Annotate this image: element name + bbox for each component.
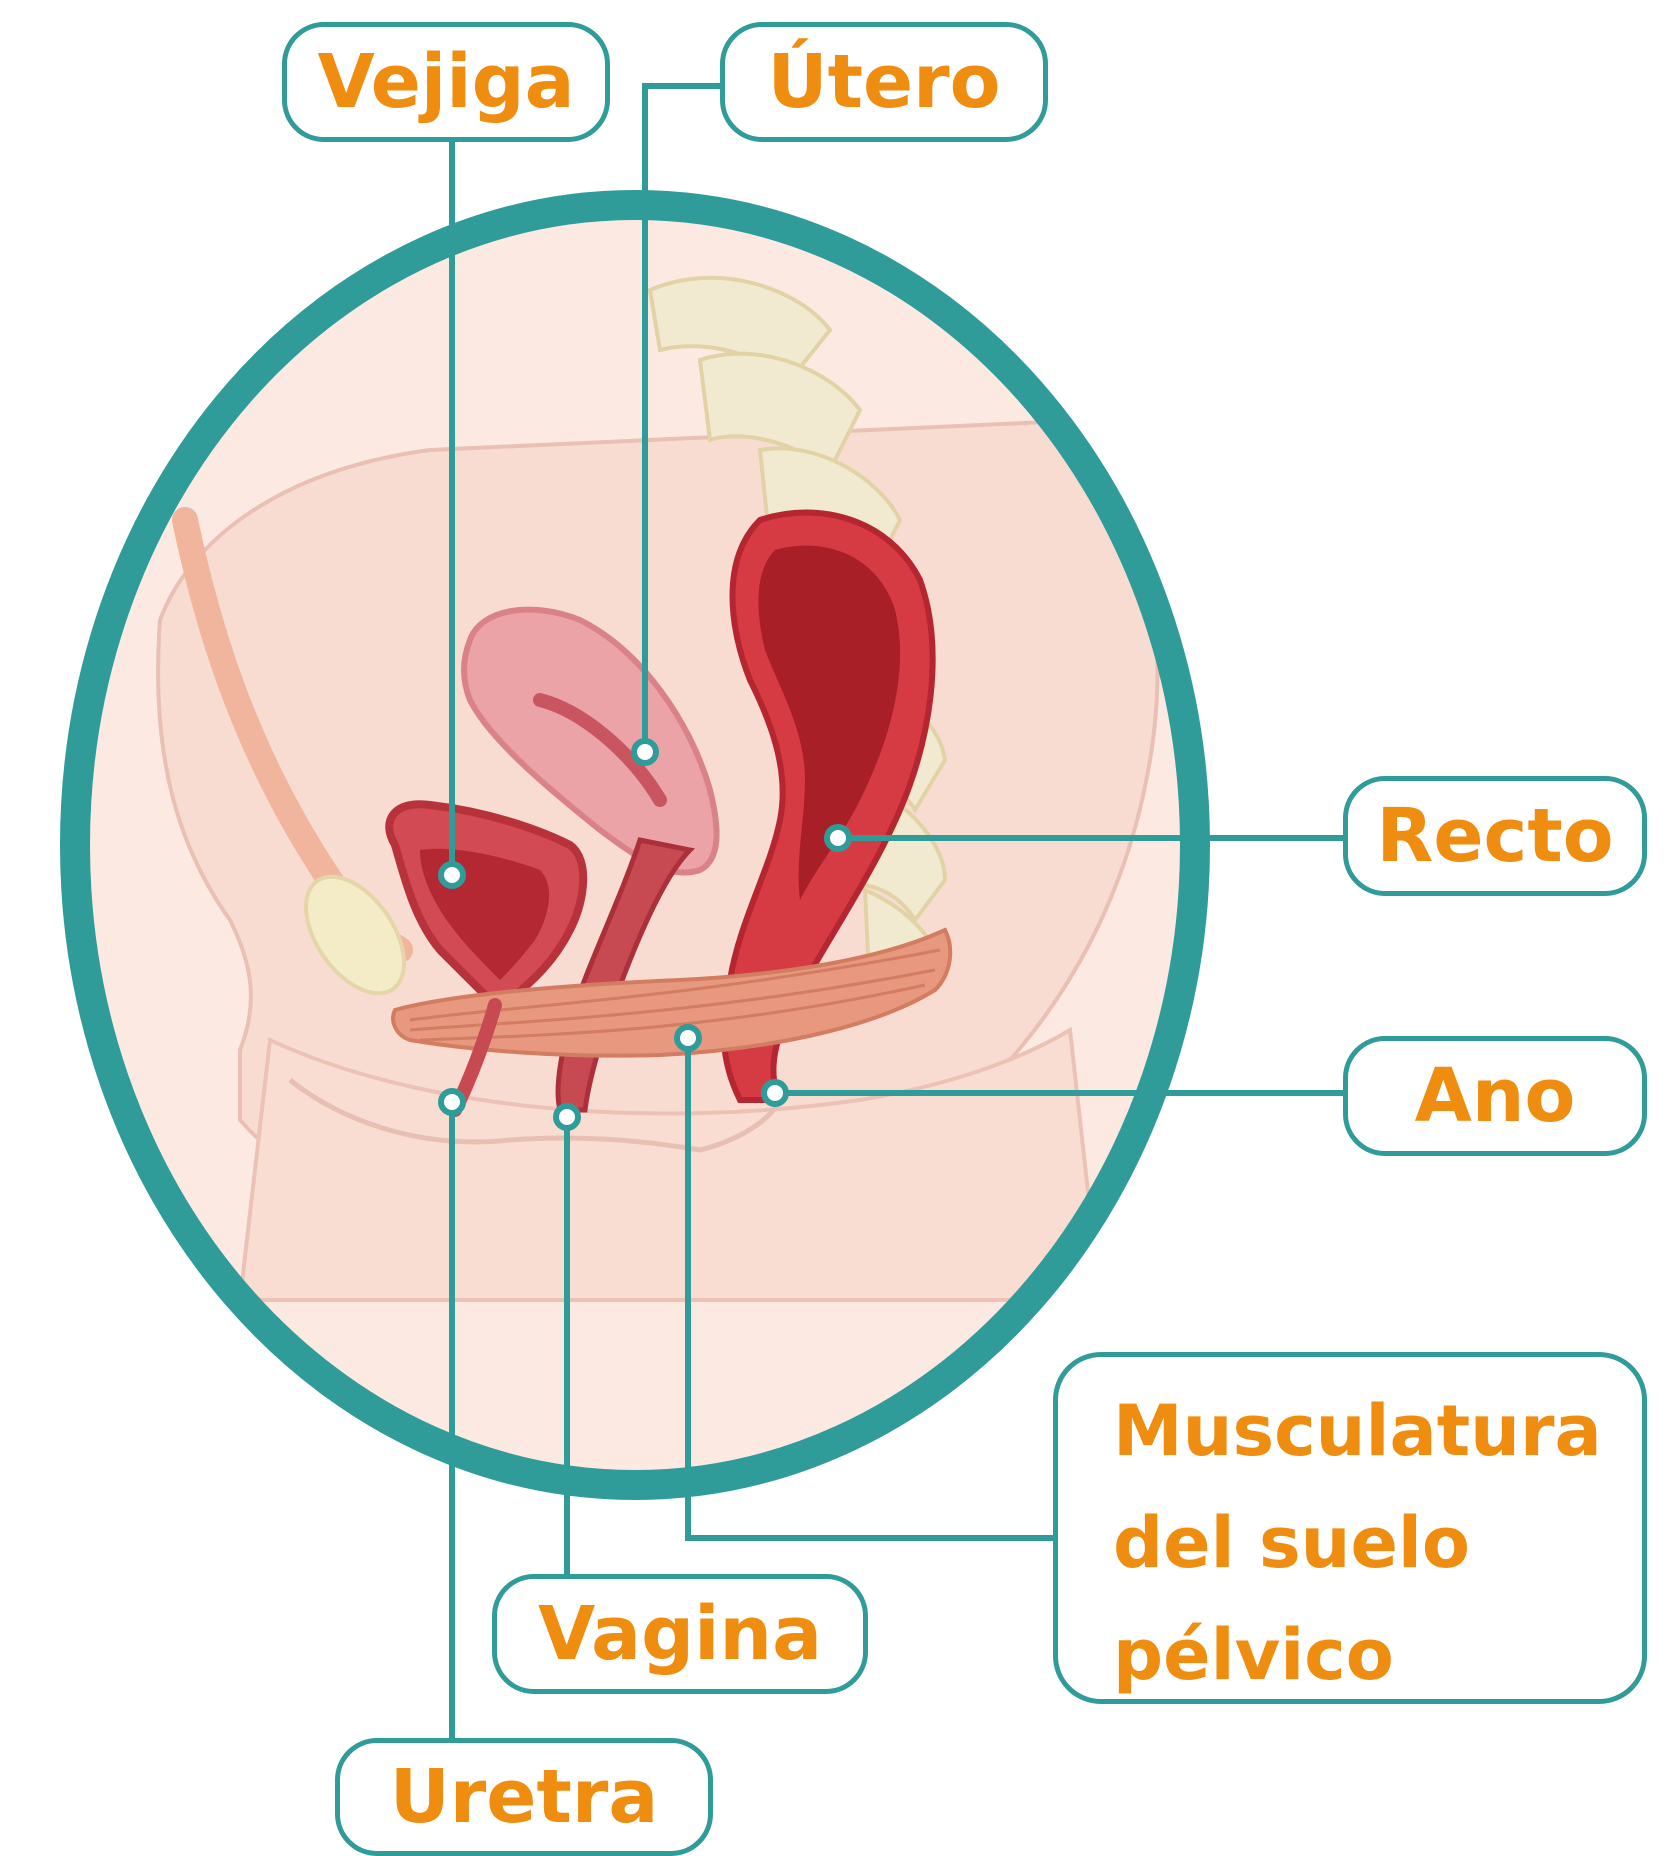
pointer-dot-musculatura — [677, 1027, 699, 1049]
label-recto-text: Recto — [1376, 793, 1613, 879]
pointer-dot-utero — [634, 741, 656, 763]
label-recto: Recto — [1343, 776, 1647, 896]
label-ano: Ano — [1343, 1036, 1647, 1156]
label-ano-text: Ano — [1415, 1053, 1576, 1139]
pointer-dot-ano — [764, 1082, 786, 1104]
label-musculatura: Musculatura del suelo pélvico — [1053, 1352, 1647, 1704]
label-utero-text: Útero — [768, 39, 1001, 125]
label-vagina: Vagina — [492, 1574, 868, 1694]
label-uretra-text: Uretra — [390, 1754, 659, 1840]
label-uretra: Uretra — [335, 1738, 713, 1856]
label-vagina-text: Vagina — [538, 1591, 822, 1677]
pointer-dot-uretra — [441, 1091, 463, 1113]
label-vejiga-text: Vejiga — [317, 39, 574, 125]
pointer-dot-vejiga — [441, 864, 463, 886]
label-utero: Útero — [720, 22, 1048, 142]
pointer-dot-vagina — [556, 1106, 578, 1128]
label-vejiga: Vejiga — [282, 22, 610, 142]
pointer-dot-recto — [827, 827, 849, 849]
label-musculatura-text: Musculatura del suelo pélvico — [1113, 1375, 1602, 1711]
